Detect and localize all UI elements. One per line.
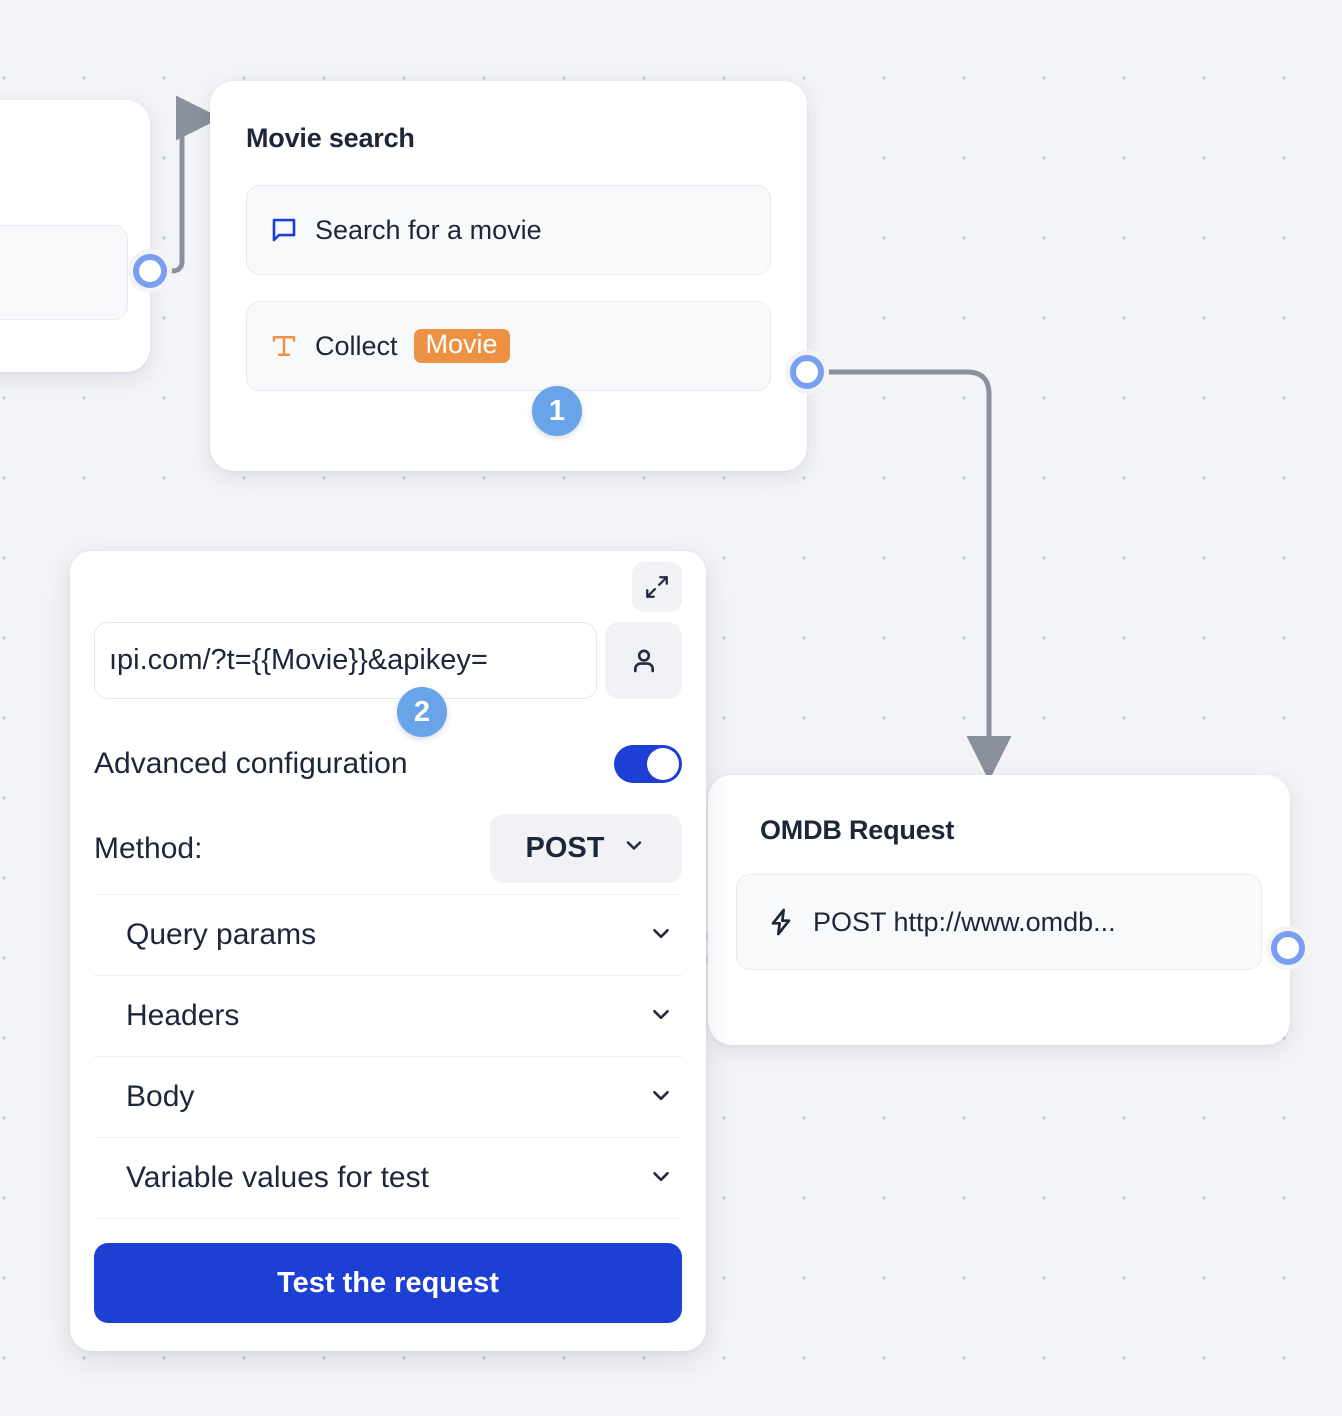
advanced-configuration-label: Advanced configuration bbox=[94, 747, 408, 780]
section-label: Variable values for test bbox=[126, 1161, 429, 1194]
url-row bbox=[94, 622, 682, 699]
speech-bubble-icon bbox=[269, 215, 299, 245]
person-icon[interactable] bbox=[605, 622, 682, 699]
section-label: Headers bbox=[126, 999, 240, 1032]
chevron-down-icon bbox=[648, 1082, 674, 1113]
section-headers[interactable]: Headers bbox=[94, 975, 682, 1056]
advanced-configuration-row: Advanced configuration bbox=[94, 745, 682, 783]
chevron-down-icon bbox=[622, 832, 646, 865]
request-config-panel: Advanced configuration Method: POST Quer… bbox=[70, 551, 706, 1351]
panel-toolbar bbox=[94, 551, 682, 622]
chevron-down-icon bbox=[648, 1001, 674, 1032]
method-select[interactable]: POST bbox=[490, 814, 682, 883]
edge-movie-to-omdb bbox=[826, 369, 1012, 781]
sections-bottom-divider bbox=[94, 1218, 682, 1219]
section-variable-values-for-test[interactable]: Variable values for test bbox=[94, 1137, 682, 1218]
annotation-badge-2: 2 bbox=[397, 687, 447, 737]
method-label: Method: bbox=[94, 831, 203, 865]
partial-node-chip[interactable] bbox=[0, 225, 128, 320]
method-selected-value: POST bbox=[525, 832, 605, 864]
section-label: Body bbox=[126, 1080, 195, 1113]
test-the-request-button[interactable]: Test the request bbox=[94, 1243, 682, 1323]
expand-diagonal-icon[interactable] bbox=[632, 561, 682, 612]
section-body[interactable]: Body bbox=[94, 1056, 682, 1137]
variable-tag-movie[interactable]: Movie bbox=[413, 329, 510, 363]
step-search-for-a-movie[interactable]: Search for a movie bbox=[246, 185, 771, 275]
step-label: Search for a movie bbox=[315, 214, 542, 245]
node-omdb-request[interactable]: OMDB Request POST http://www.omdb... bbox=[708, 775, 1290, 1045]
request-url-input[interactable] bbox=[94, 622, 597, 699]
step-label: Collect bbox=[315, 330, 398, 361]
node-movie-search-title: Movie search bbox=[246, 123, 415, 153]
lightning-bolt-icon bbox=[765, 906, 797, 938]
annotation-badge-1: 1 bbox=[532, 386, 582, 436]
section-label: Query params bbox=[126, 918, 317, 951]
port-omdb-request-output[interactable] bbox=[1266, 926, 1310, 970]
text-t-icon bbox=[269, 331, 299, 361]
edge-left-to-movie bbox=[167, 95, 221, 274]
port-left-node-output[interactable] bbox=[128, 249, 172, 293]
request-sections: Query params Headers Body Variable value… bbox=[94, 894, 682, 1219]
chevron-down-icon bbox=[648, 1163, 674, 1194]
partial-node[interactable] bbox=[0, 100, 150, 372]
port-movie-search-output[interactable] bbox=[785, 350, 829, 394]
section-query-params[interactable]: Query params bbox=[94, 894, 682, 975]
method-row: Method: POST bbox=[94, 814, 682, 883]
step-label: POST http://www.omdb... bbox=[813, 906, 1116, 937]
advanced-configuration-toggle[interactable] bbox=[614, 745, 682, 783]
node-movie-search[interactable]: Movie search Search for a movie Collect … bbox=[210, 81, 807, 471]
step-collect-movie[interactable]: Collect Movie bbox=[246, 301, 771, 391]
chevron-down-icon bbox=[648, 920, 674, 951]
step-post-omdb[interactable]: POST http://www.omdb... bbox=[736, 874, 1262, 970]
node-omdb-request-title: OMDB Request bbox=[760, 815, 955, 845]
